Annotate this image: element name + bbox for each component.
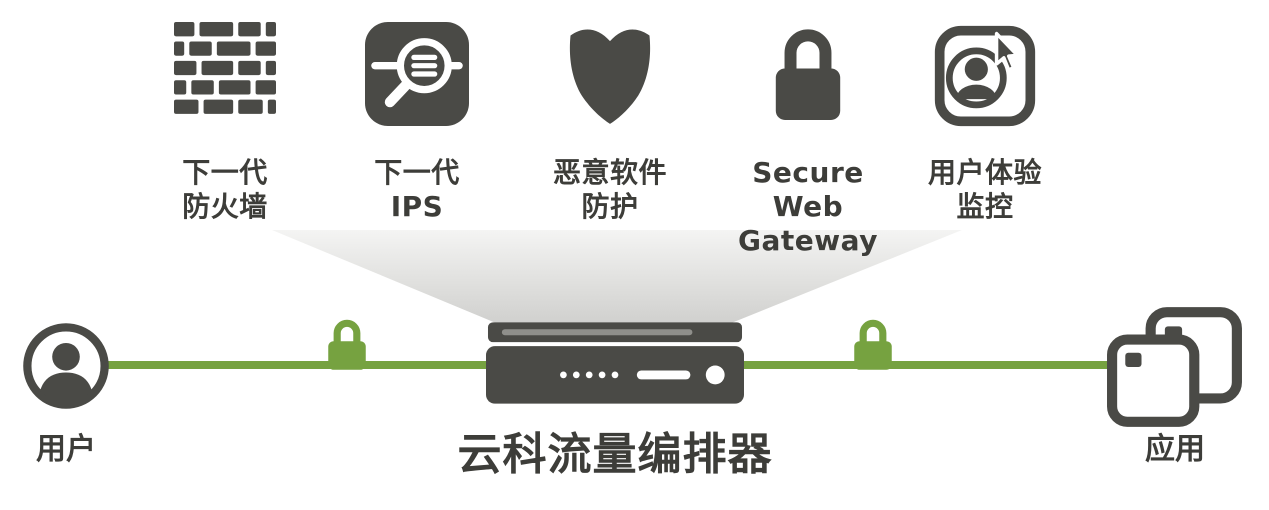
service-label-line2: 防火墙 (182, 190, 268, 224)
service-ngips: 下一代 IPS (322, 22, 512, 224)
user-circle-icon (20, 320, 112, 412)
shield-icon (515, 22, 705, 144)
green-lock-icon (322, 314, 372, 372)
orchestrator-title: 云科流量编排器 (457, 429, 773, 480)
service-label-line2: IPS (390, 190, 444, 224)
apps-label: 应用 (1145, 432, 1205, 467)
stacked-apps-icon (1106, 306, 1244, 430)
server-appliance-icon (486, 322, 744, 404)
service-label-ngips: 下一代 IPS (322, 156, 512, 224)
service-label-line1: 用户体验 (927, 156, 1042, 189)
service-label-line2: 监控 (956, 190, 1014, 224)
service-label-line1: 恶意软件 (552, 156, 667, 189)
service-label-line2: 防护 (581, 190, 639, 224)
lock-icon (713, 22, 903, 144)
green-lock-icon (848, 314, 898, 372)
service-label-line1: Secure Web (752, 156, 864, 224)
user-experience-icon (890, 22, 1080, 144)
service-label-line1: 下一代 (182, 156, 268, 189)
service-label-swg: Secure Web Gateway (713, 156, 903, 258)
service-ngfw: 下一代 防火墙 (130, 22, 320, 224)
service-label-line2: Gateway (738, 224, 878, 258)
service-malware-protection: 恶意软件 防护 (515, 22, 705, 224)
user-label: 用户 (36, 432, 96, 467)
firewall-icon (130, 22, 320, 144)
service-swg: Secure Web Gateway (713, 22, 903, 258)
service-label-ngfw: 下一代 防火墙 (130, 156, 320, 224)
service-label-line1: 下一代 (374, 156, 460, 189)
service-label-ux: 用户体验 监控 (890, 156, 1080, 224)
service-ux-monitoring: 用户体验 监控 (890, 22, 1080, 224)
service-label-malware: 恶意软件 防护 (515, 156, 705, 224)
ips-magnifier-icon (322, 22, 512, 144)
